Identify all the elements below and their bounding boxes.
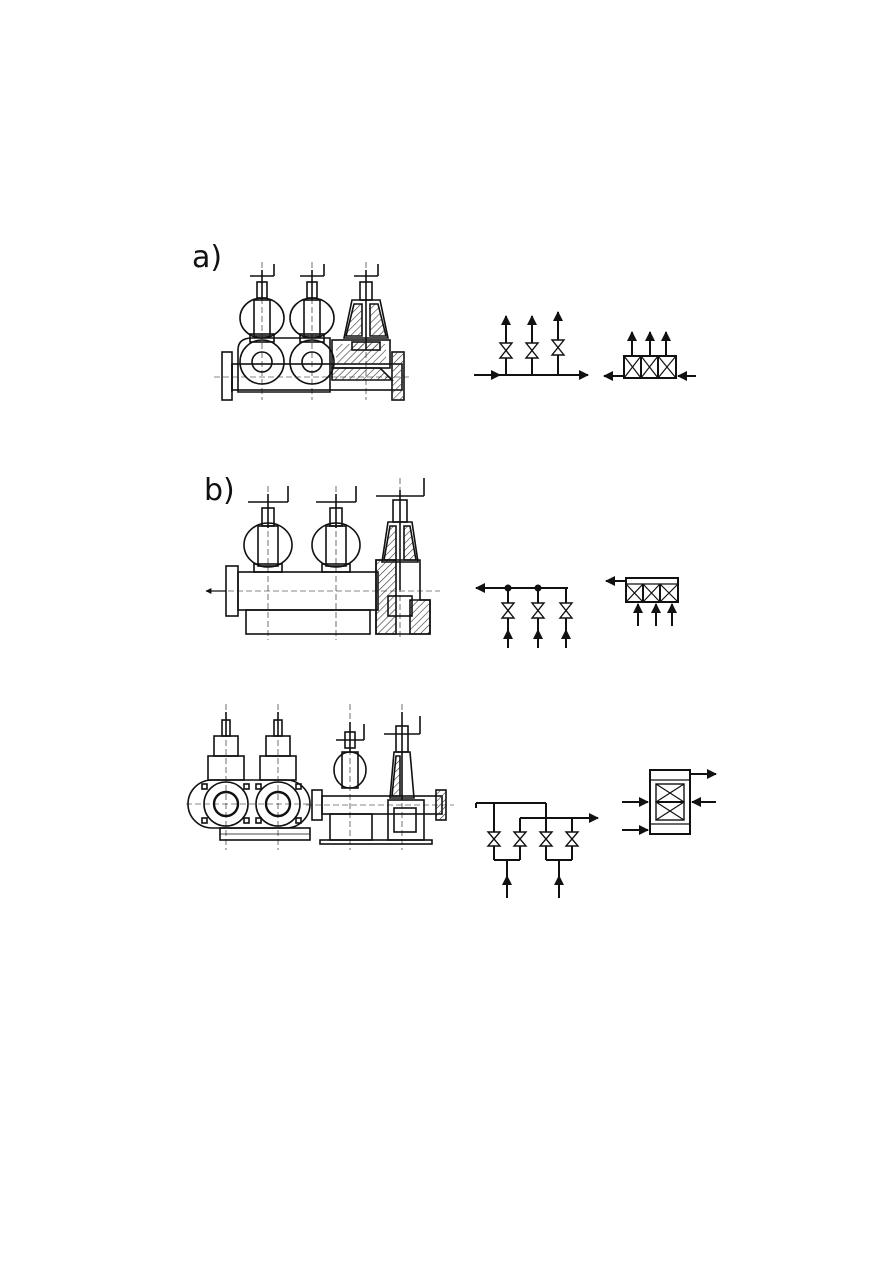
panel-b-branch-3 [558,588,574,648]
panel-c-valve-2 [512,831,528,847]
panel-c-inlets [494,859,572,898]
panel-b-drawing [205,478,440,640]
panel-a-label: a) [192,240,223,275]
panel-a-branch-2 [524,315,540,375]
panel-a-drawing [214,262,410,401]
panel-a-branch-1 [498,315,514,375]
panel-a-block-symbol [603,331,696,381]
panel-b-label: b) [204,473,235,508]
panel-c-front-view [311,712,447,845]
panel-c-schematic [475,769,717,898]
panel-b-block-symbol [605,576,679,626]
panel-c-drawing [186,704,454,850]
panel-c-valve-3 [538,831,554,847]
panel-a-branch-3 [550,311,566,375]
panel-b-schematic [475,576,679,648]
panel-c-valve-1 [486,831,502,847]
panel-b-branch-1 [500,584,516,648]
panel-c-side-view [187,712,311,841]
panel-a-schematic [474,311,696,381]
panel-c-block-symbol [622,769,717,835]
panel-b-branch-2 [530,584,546,648]
panel-c-valve-4 [564,831,580,847]
panel-a-left-flange [221,351,233,401]
